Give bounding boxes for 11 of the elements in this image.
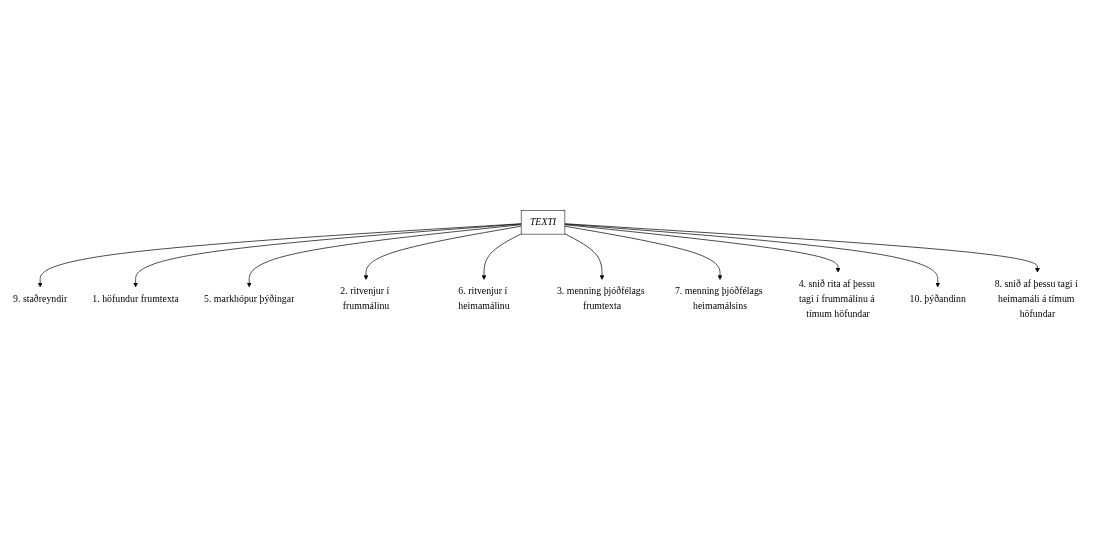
node-text: 2. ritvenjur í frummálinu (340, 285, 390, 312)
node-text: 8. snið af þessu tagi í heimamáli á tímum höfundar (994, 278, 1078, 319)
node-text: 4. snið rita af þessu tagi í frummálinu á tímum höfundar (798, 278, 875, 319)
node-text: 6. ritvenjur í heimamálinu (458, 285, 510, 312)
node-text: 9. staðreyndir (13, 293, 68, 305)
node-text: 7. menning þjóðfélags heimamálsins (674, 285, 763, 312)
node-text: 10. þýðandinn (909, 293, 966, 305)
node-box: TEXTI (520, 210, 566, 235)
node-text: 3. menning þjóðfélags frumtexta (556, 285, 645, 312)
node-text: 1. höfundur frumtexta (92, 293, 179, 305)
node-text: 5. markhópur þýðingar (204, 293, 295, 305)
